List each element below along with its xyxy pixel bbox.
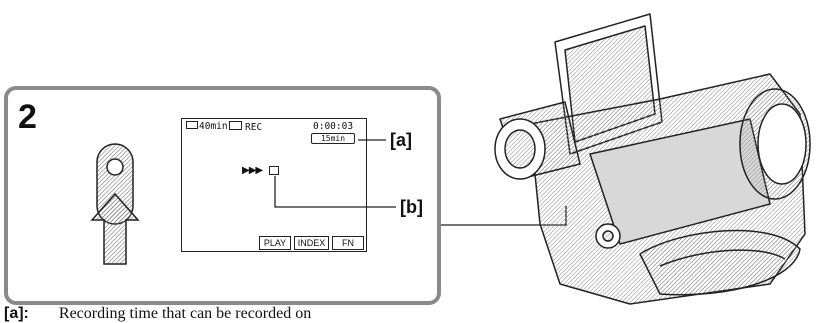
- footnote: [a]: Recording time that can be recorded …: [4, 305, 311, 323]
- camcorder-illustration: [470, 4, 815, 316]
- footnote-label: [a]:: [4, 305, 29, 322]
- footnote-text: Recording time that can be recorded on: [59, 305, 311, 322]
- callout-b-label: [b]: [400, 197, 423, 218]
- callout-a-label: [a]: [390, 130, 412, 151]
